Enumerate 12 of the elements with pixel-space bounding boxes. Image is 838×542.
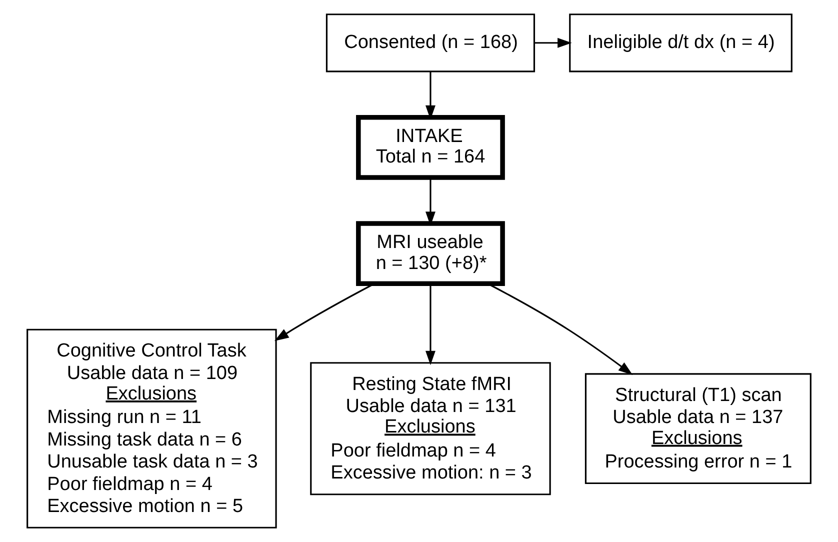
node-box: Cognitive Control Task Usable data n = 109 Exclusions Missing run n = 11 Missing task data n = 6 Unusable task data n = 3 Poor fieldmap n = 4 Excessive motion n = 5 xyxy=(26,328,277,528)
node-box: Structural (T1) scan Usable data n = 137 Exclusions Processing error n = 1 xyxy=(584,373,812,484)
arrow xyxy=(534,38,572,48)
arrow xyxy=(488,283,633,375)
arrow xyxy=(274,283,374,342)
node-box: INTAKE Total n = 164 xyxy=(356,114,505,180)
arrow xyxy=(425,284,436,366)
node-box: MRI useable n = 130 (+8)* xyxy=(356,221,505,286)
node-box: Ineligible d/t dx (n = 4) xyxy=(569,14,792,72)
arrow xyxy=(425,178,436,226)
node-box: Consented (n = 168) xyxy=(326,14,536,72)
node-box: Resting State fMRI Usable data n = 131 Exclusions Poor fieldmap n = 4 Excessive motion: n = 3 xyxy=(310,362,551,496)
